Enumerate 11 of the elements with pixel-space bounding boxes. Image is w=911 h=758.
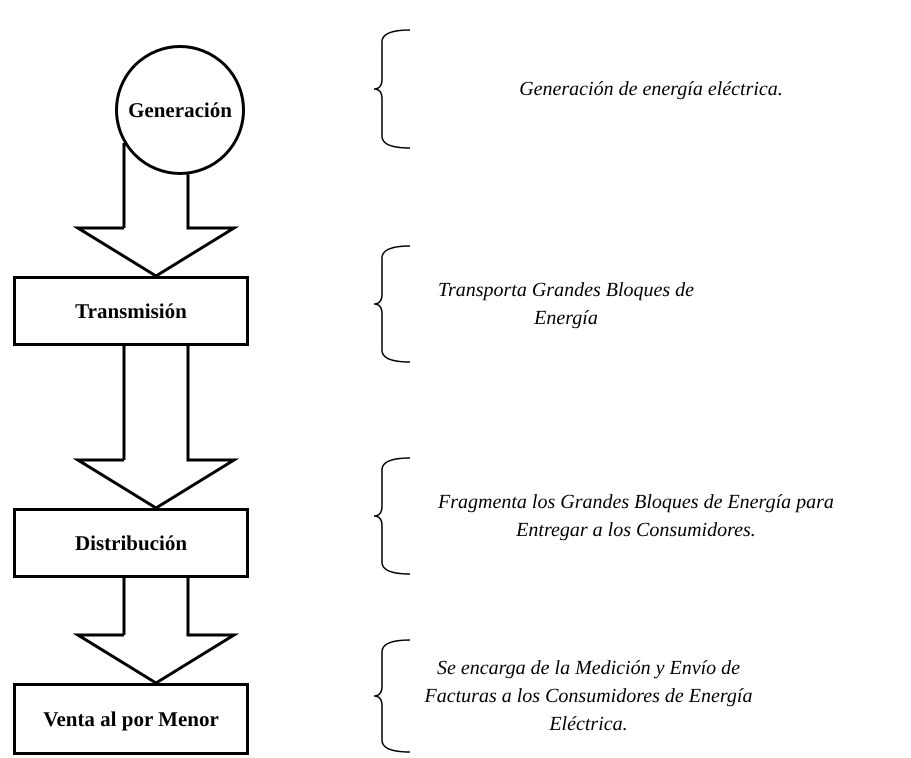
process-box xyxy=(13,683,249,755)
node-label: Generación xyxy=(127,96,233,124)
node-label: Transmisión xyxy=(74,298,188,325)
process-box xyxy=(13,508,249,578)
process-box xyxy=(13,276,249,346)
description-text: Fragmenta los Grandes Bloques de Energía para Entregar a los Consumidores. xyxy=(437,490,835,543)
node-label: Venta al por Menor xyxy=(42,706,220,733)
node-label: Distribución xyxy=(74,530,188,557)
description-text: Generación de energía eléctrica. xyxy=(519,77,783,102)
description-text: Transporta Grandes Bloques de Energía xyxy=(436,278,696,331)
description-text: Se encarga de la Medición y Envío de Facturas a los Consumidores de Energía Eléctrica. xyxy=(424,656,754,737)
